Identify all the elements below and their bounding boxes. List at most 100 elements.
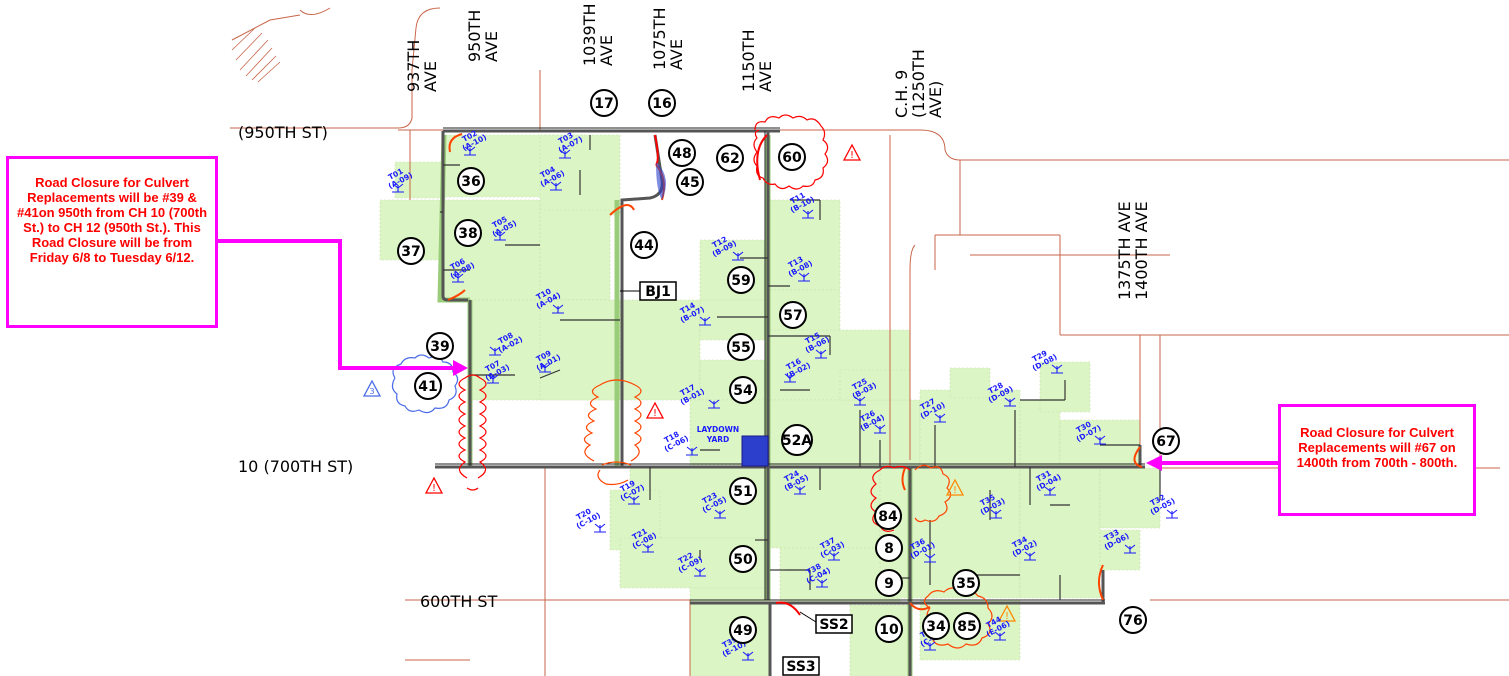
turbine-t28: T28(D-09)	[987, 381, 1016, 407]
culvert-number: 16	[652, 96, 671, 112]
svg-text:!: !	[1005, 611, 1009, 622]
culvert-number: 41	[418, 379, 437, 395]
turbine-icon	[464, 146, 476, 156]
warning-triangle-icon: !	[645, 401, 665, 419]
turbine-icon	[802, 209, 814, 219]
warning-triangle-icon: !	[424, 476, 444, 494]
bj1-box: BJ1	[639, 281, 677, 301]
ss3-box: SS3	[782, 656, 820, 676]
callout-arrowhead-right	[1146, 455, 1162, 471]
culvert-number: 17	[594, 96, 613, 112]
culvert-number: 76	[1123, 613, 1142, 629]
culvert-9: 9	[875, 569, 903, 597]
avenue-label-line: AVE	[421, 61, 440, 92]
turbine-icon	[594, 523, 606, 533]
culvert-51: 51	[729, 477, 757, 505]
culvert-number: 39	[430, 339, 449, 355]
turbine-icon	[934, 413, 946, 423]
culvert-number: 85	[957, 619, 976, 635]
warning-triangle-icon: !	[945, 478, 965, 496]
turbine-icon	[1044, 486, 1056, 496]
culvert-16: 16	[648, 89, 676, 117]
culvert-34: 34	[922, 612, 950, 640]
culvert-number: 55	[731, 340, 750, 356]
culvert-number: 36	[461, 174, 480, 190]
culvert-10: 10	[875, 615, 903, 643]
turbine-icon	[798, 272, 810, 282]
turbine-icon	[694, 567, 706, 577]
culvert-85: 85	[953, 612, 981, 640]
culvert-45: 45	[676, 168, 704, 196]
svg-text:SS2: SS2	[819, 617, 848, 633]
svg-text:!: !	[432, 483, 436, 494]
turbine-icon	[628, 495, 640, 505]
road-label-600th-st: 600TH ST	[420, 592, 498, 611]
culvert-number: 62	[720, 151, 739, 167]
avenue-label-line: AVE	[667, 39, 686, 70]
avenue-label-line: 1039TH	[580, 3, 599, 66]
culvert-number: 67	[1156, 434, 1175, 450]
culvert-number: 84	[878, 509, 898, 525]
culvert-number: 50	[733, 552, 753, 568]
turbine-t36: T36(D-01)	[909, 537, 937, 563]
culvert-38: 38	[454, 219, 482, 247]
avenue-label-line: 1375TH AVE	[1115, 201, 1134, 300]
culvert-55: 55	[727, 333, 755, 361]
svg-text:!: !	[653, 408, 657, 419]
turbine-t20: T20(C-10)	[575, 507, 606, 533]
culvert-60: 60	[778, 143, 806, 171]
turbine-t26: T26(B-04)	[859, 409, 886, 434]
turbine-t22: T22(C-09)	[677, 551, 706, 577]
turbine-icon	[1124, 544, 1136, 554]
culvert-number: 34	[926, 619, 946, 635]
svg-text:3: 3	[369, 387, 374, 396]
culvert-number: 38	[458, 226, 477, 242]
turbine-icon	[742, 651, 754, 661]
avenue-label-line: 1075TH	[650, 7, 669, 70]
culvert-44: 44	[630, 231, 658, 259]
culvert-number: 54	[733, 383, 753, 399]
culvert-number: 8	[884, 541, 894, 557]
avenue-label-line: AVE	[756, 61, 775, 92]
avenue-label-line: AVE)	[926, 81, 945, 118]
property-lines	[230, 7, 1509, 676]
turbine-icon	[686, 446, 698, 456]
revision-clouds	[391, 114, 993, 649]
culvert-number: 37	[401, 244, 420, 260]
turbine-icon	[559, 149, 571, 159]
hatched-area	[231, 27, 281, 83]
culvert-49: 49	[729, 616, 757, 644]
turbine-icon	[452, 273, 464, 283]
avenue-label-line: AVE	[482, 31, 501, 62]
culvert-number: 44	[634, 238, 654, 254]
turbine-icon	[550, 181, 562, 191]
culvert-number: 45	[680, 175, 699, 191]
turbine-t32: T32(D-05)	[1149, 493, 1178, 519]
turbine-icon	[990, 509, 1002, 519]
turbine-icon	[392, 183, 404, 193]
culvert-number: 48	[672, 146, 691, 162]
culvert-number: 52A	[782, 433, 812, 449]
culvert-number: 35	[956, 576, 975, 592]
avenue-label-line: AVE	[597, 35, 616, 66]
avenue-label-line: (1250TH	[909, 49, 928, 118]
culvert-50: 50	[729, 545, 757, 573]
culvert-number: 10	[879, 622, 899, 638]
culvert-number: 59	[731, 273, 750, 289]
blue-triangle-icon: 3	[362, 379, 382, 397]
callout-arrowhead-left	[453, 360, 468, 376]
turbine-icon	[489, 346, 501, 356]
culvert-number: 49	[733, 623, 752, 639]
culvert-84: 84	[874, 502, 902, 530]
callout-arrow-left	[218, 239, 455, 370]
culvert-number: 51	[733, 484, 752, 500]
avenue-label-1375: 1375TH AVE	[1115, 201, 1134, 300]
culvert-36: 36	[457, 167, 485, 195]
culvert-52a: 52A	[781, 424, 813, 456]
turbine-icon	[552, 304, 564, 314]
turbine-icon	[1004, 397, 1016, 407]
turbine-icon	[994, 631, 1006, 641]
